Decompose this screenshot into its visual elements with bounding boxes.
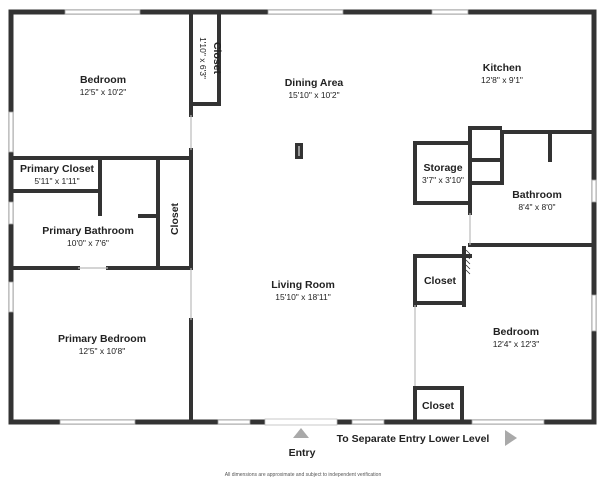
- bathroom-name: Bathroom: [512, 189, 562, 201]
- primary-closet-dims: 5'11" x 1'11": [34, 176, 79, 186]
- bedroom-top-name: Bedroom: [80, 74, 126, 86]
- separate-entry-label: To Separate Entry Lower Level: [337, 433, 490, 445]
- closet-bottom-name: Closet: [422, 400, 455, 412]
- storage-dims: 3'7" x 3'10": [422, 175, 464, 185]
- primary-bedroom-dims: 12'5" x 10'8": [79, 346, 126, 356]
- light-partitions: [78, 115, 471, 386]
- living-name: Living Room: [271, 279, 335, 291]
- hatch-marker: [465, 249, 471, 275]
- kitchen-name: Kitchen: [483, 62, 522, 74]
- primary-bedroom-name: Primary Bedroom: [58, 333, 146, 345]
- primary-closet-name: Primary Closet: [20, 163, 95, 175]
- living-dims: 15'10" x 18'11": [275, 292, 330, 302]
- disclaimer-text: All dimensions are approximate and subje…: [225, 472, 382, 478]
- right-arrow-icon: [505, 430, 517, 446]
- closet-right-name: Closet: [424, 275, 457, 287]
- storage-name: Storage: [423, 162, 462, 174]
- interior-walls: [9, 10, 596, 424]
- closet-top-name: Closet: [211, 42, 223, 75]
- windows: [8, 9, 597, 425]
- primary-bath-name: Primary Bathroom: [42, 225, 134, 237]
- bedroom-right-name: Bedroom: [493, 326, 539, 338]
- entry-door: [264, 418, 338, 426]
- closet-mid-name: Closet: [169, 202, 181, 235]
- bedroom-top-dims: 12'5" x 10'2": [80, 87, 127, 97]
- dining-name: Dining Area: [285, 77, 344, 89]
- bathroom-dims: 8'4" x 8'0": [518, 202, 555, 212]
- primary-bath-dims: 10'0" x 7'6": [67, 238, 109, 248]
- closet-top-dims: 1'10" x 6'3": [198, 37, 208, 79]
- dining-dims: 15'10" x 10'2": [288, 90, 339, 100]
- entry-label: Entry: [289, 447, 316, 459]
- kitchen-dims: 12'8" x 9'1": [481, 75, 523, 85]
- bedroom-right-dims: 12'4" x 12'3": [493, 339, 540, 349]
- entry-arrow-icon: [293, 428, 309, 438]
